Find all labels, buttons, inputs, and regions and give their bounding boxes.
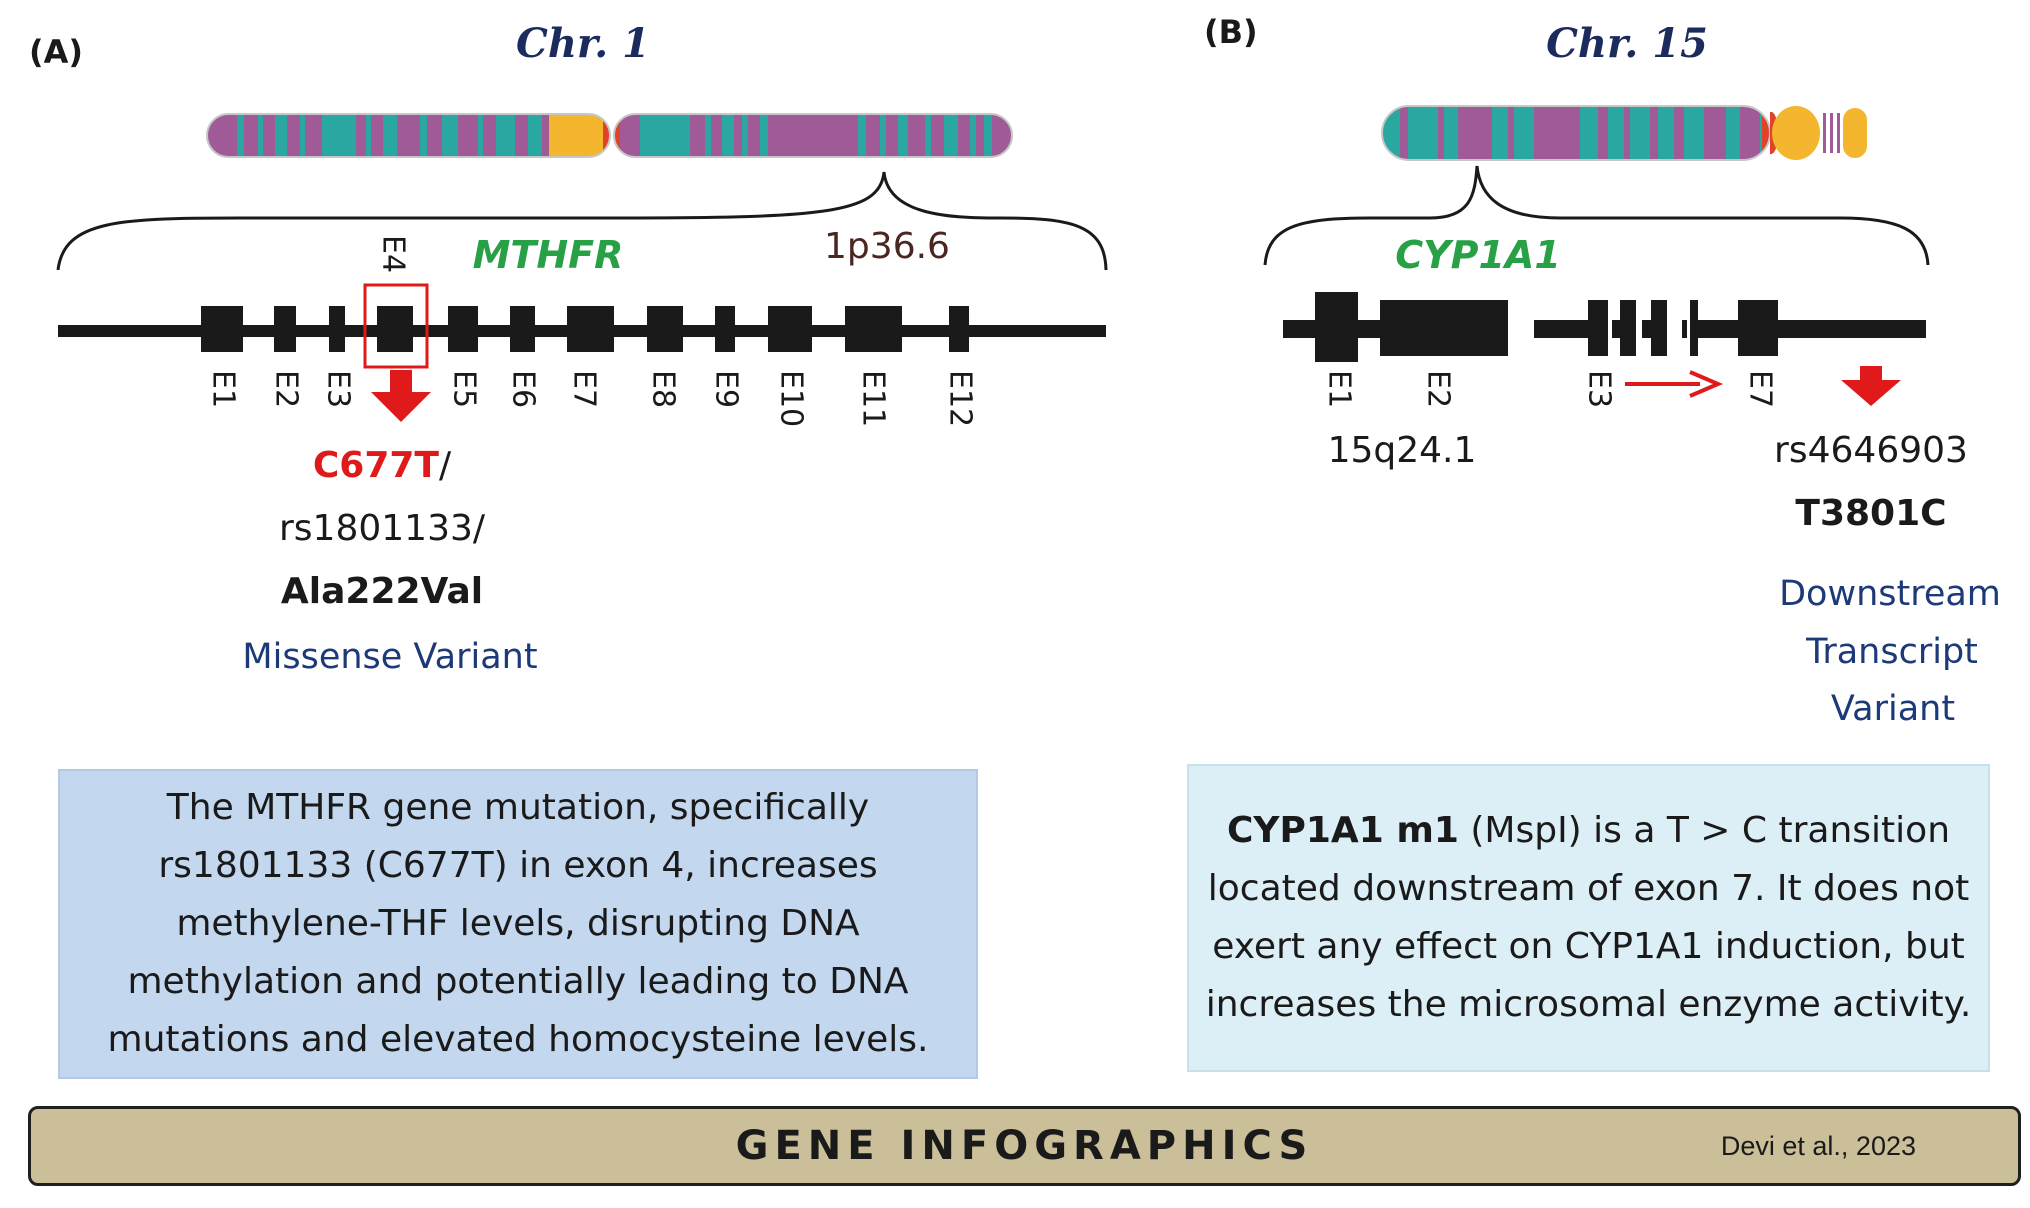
- exon-label: E3: [1582, 370, 1617, 408]
- exon-label: E9: [709, 370, 744, 408]
- exon-label: E10: [774, 370, 809, 427]
- panel-b: (B) Chr. 15: [1204, 13, 2001, 729]
- exon-label: E1: [1322, 370, 1357, 408]
- exon-label: E7: [1743, 370, 1778, 408]
- exon-label: E12: [943, 370, 978, 427]
- footer-citation: Devi et al., 2023: [1720, 1131, 1916, 1161]
- variant-type-missense: Missense Variant: [242, 637, 537, 677]
- cyp1a1-description-bold: CYP1A1 m1: [1226, 810, 1459, 851]
- variant-arrow-a: [371, 370, 431, 422]
- variant-type-line: Variant: [1831, 689, 1955, 729]
- variant-rs1801133: rs1801133/: [279, 508, 486, 549]
- chromosome-1-ideogram: [206, 113, 1013, 158]
- exon-label: E5: [447, 370, 482, 408]
- footer-title: GENE INFOGRAPHICS: [735, 1123, 1314, 1169]
- mthfr-description-box: The MTHFR gene mutation, specifically rs…: [58, 769, 978, 1079]
- mthfr-exon-labels: E1 E2 E3 E5 E6 E7 E8 E9 E10 E11 E12: [206, 370, 978, 427]
- variant-type-line: Downstream: [1779, 574, 2001, 614]
- exon-label: E1: [206, 370, 241, 408]
- exon-label: E7: [567, 370, 602, 408]
- chromosome-15-ideogram: [1381, 105, 1867, 161]
- variant-rs4646903: rs4646903: [1774, 430, 1968, 471]
- variant-separator: /: [439, 445, 452, 486]
- locus-15q24-1: 15q24.1: [1328, 430, 1477, 471]
- mthfr-description-text: The MTHFR gene mutation, specifically rs…: [107, 787, 929, 1060]
- exon-range-arrow: [1625, 370, 1724, 398]
- gene-name-cyp1a1: CYP1A1: [1395, 233, 1561, 277]
- cyp1a1-description-rest: (MspI) is a T > C transition located dow…: [1205, 810, 1972, 1025]
- cyp1a1-exon-labels: E1 E2 E3 E7: [1322, 370, 1778, 408]
- exon-label: E11: [856, 370, 891, 427]
- cyp1a1-description-text: CYP1A1 m1 (MspI) is a T > C transition l…: [1201, 802, 1976, 1034]
- cyp1a1-description-box: CYP1A1 m1 (MspI) is a T > C transition l…: [1187, 764, 1990, 1072]
- exon-label: E8: [646, 370, 681, 408]
- panel-b-chromosome-title: Chr. 15: [1546, 20, 1708, 67]
- exon-label: E6: [506, 370, 541, 408]
- exon-label-e4: E4: [376, 235, 411, 273]
- mthfr-gene-model: [58, 283, 1106, 369]
- variant-change-c677t: C677T: [313, 445, 440, 486]
- variant-c677t: C677T/: [313, 445, 452, 486]
- cyp1a1-gene-model: [1283, 292, 1926, 362]
- panel-b-label: (B): [1204, 13, 1258, 51]
- locus-1p36-6: 1p36.6: [824, 226, 950, 267]
- exon-label: E2: [1421, 370, 1456, 408]
- variant-t3801c: T3801C: [1795, 493, 1946, 534]
- variant-type-line: Transcript: [1805, 632, 1978, 672]
- zoom-brace-b: [1263, 165, 1930, 266]
- gene-name-mthfr: MTHFR: [473, 233, 624, 277]
- exon-4-highlight-box: [363, 283, 429, 369]
- variant-arrow-b: [1841, 366, 1901, 406]
- footer-banner: GENE INFOGRAPHICS Devi et al., 2023: [28, 1106, 2021, 1186]
- exon-label: E3: [321, 370, 356, 408]
- panel-a: (A) Chr. 1: [29, 20, 1108, 677]
- panel-a-chromosome-title: Chr. 1: [516, 20, 650, 67]
- zoom-brace-a: [56, 171, 1108, 271]
- variant-ala222val: Ala222Val: [281, 571, 483, 612]
- exon-label: E2: [269, 370, 304, 408]
- panel-a-label: (A): [29, 33, 83, 71]
